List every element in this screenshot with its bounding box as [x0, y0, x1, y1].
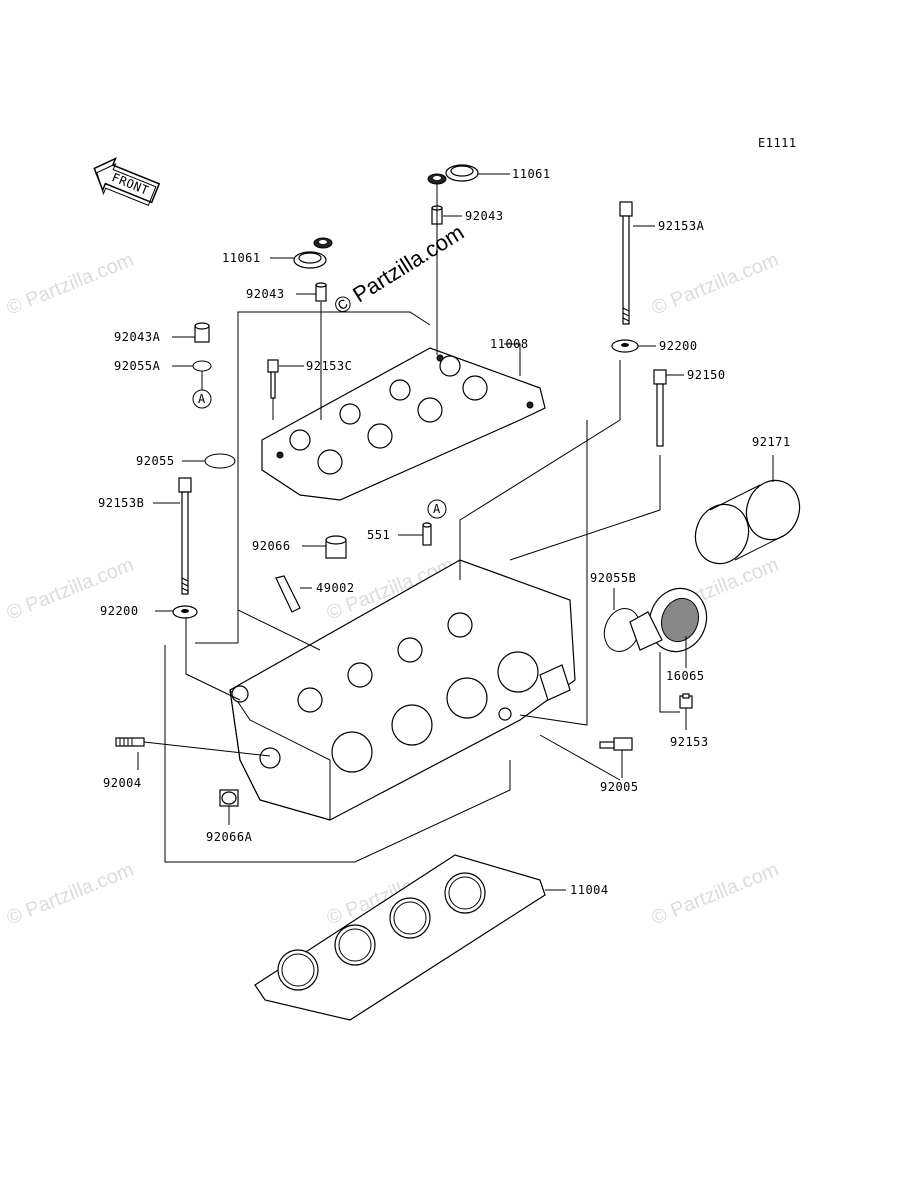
- oring-92055A: [192, 360, 212, 372]
- bolt-92153: [679, 693, 693, 709]
- guide-49002: [275, 575, 301, 613]
- leader-lines: [137, 173, 774, 891]
- cap-92066: [325, 535, 347, 559]
- dowel-92043-left: [315, 282, 327, 302]
- label-92043A: 92043A: [114, 330, 161, 344]
- label-16065: 16065: [666, 669, 705, 683]
- watermark-side: © Partzilla.com: [4, 249, 137, 320]
- label-92043-left: 92043: [246, 287, 285, 301]
- label-92055: 92055: [136, 454, 175, 468]
- label-92005: 92005: [600, 780, 639, 794]
- svg-text:A: A: [433, 502, 441, 516]
- bolt-92153C: [267, 359, 279, 399]
- pin-551: [422, 522, 432, 546]
- seal-11061-top: [427, 164, 479, 185]
- cylinder-head-body: [229, 559, 576, 821]
- housing-16065: [629, 587, 708, 653]
- oring-92055: [204, 453, 236, 469]
- label-92066: 92066: [252, 539, 291, 553]
- camshaft-holder-11008: [261, 347, 546, 501]
- label-92153: 92153: [670, 735, 709, 749]
- label-92066A: 92066A: [206, 830, 253, 844]
- cap-92066A: [219, 789, 239, 807]
- label-92171: 92171: [752, 435, 791, 449]
- dowel-92043A: [194, 322, 210, 343]
- seal-11061-left: [293, 237, 333, 269]
- front-arrow-icon: FRONT: [93, 157, 161, 206]
- stud-92004: [115, 737, 145, 747]
- label-92153A: 92153A: [658, 219, 705, 233]
- label-92200-left: 92200: [100, 604, 139, 618]
- bolt-92150: [653, 369, 667, 447]
- label-92043-top: 92043: [465, 209, 504, 223]
- cap-92171: [694, 479, 801, 565]
- label-92055A: 92055A: [114, 359, 161, 373]
- label-551: 551: [367, 528, 390, 542]
- bolt-92153B: [178, 477, 192, 595]
- watermark-side: © Partzilla.com: [649, 249, 782, 320]
- label-92004: 92004: [103, 776, 142, 790]
- label-92153C: 92153C: [306, 359, 352, 373]
- label-49002: 49002: [316, 581, 355, 595]
- diagram-code: E1111: [758, 136, 797, 150]
- label-92055B: 92055B: [590, 571, 636, 585]
- watermark-side: © Partzilla.com: [649, 859, 782, 930]
- svg-text:A: A: [198, 392, 206, 406]
- fitting-92005: [599, 737, 633, 751]
- watermark-main: © Partzilla.com: [329, 219, 468, 319]
- washer-92200-right: [611, 339, 639, 353]
- label-11061-top: 11061: [512, 167, 551, 181]
- label-11061-left: 11061: [222, 251, 261, 265]
- label-92150: 92150: [687, 368, 726, 382]
- label-11004: 11004: [570, 883, 609, 897]
- label-92200-right: 92200: [659, 339, 698, 353]
- label-11008: 11008: [490, 337, 529, 351]
- label-92153B: 92153B: [98, 496, 144, 510]
- ref-circle-a-top: A: [192, 389, 212, 409]
- ref-circle-a-mid: A: [427, 499, 447, 519]
- part-labels: 11061 92043 92153A 11061 92043 92043A 92…: [98, 167, 791, 897]
- watermark-side: © Partzilla.com: [4, 859, 137, 930]
- bolt-92153A: [619, 201, 633, 325]
- head-gasket-11004: [254, 854, 546, 1021]
- washer-92200-left: [172, 605, 198, 619]
